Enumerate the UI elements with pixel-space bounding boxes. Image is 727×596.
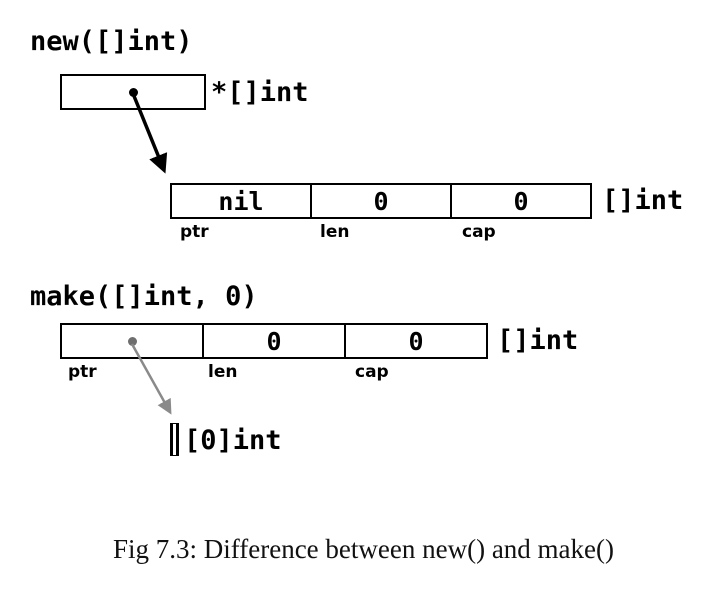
slice-cell-len: 0 (310, 183, 452, 219)
array-type-label: [0]int (184, 425, 282, 456)
new-slice-struct: nil 0 0 (170, 183, 592, 219)
figure-caption: Fig 7.3: Difference between new() and ma… (112, 534, 615, 564)
slice-type-label: []int (497, 325, 579, 356)
field-label-cap: cap (355, 362, 389, 382)
new-pointer-box (60, 74, 206, 110)
field-label-len: len (320, 222, 350, 242)
field-label-ptr: ptr (68, 362, 97, 382)
slice-cell-ptr (60, 323, 204, 359)
empty-array-box (170, 423, 179, 456)
field-label-len: len (208, 362, 238, 382)
slice-cell-cap: 0 (344, 323, 488, 359)
slice-cell-cap: 0 (450, 183, 592, 219)
make-slice-struct: 0 0 (60, 323, 488, 359)
new-call-label: new([]int) (30, 26, 193, 57)
pointer-type-label: *[]int (211, 77, 309, 108)
slice-cell-len: 0 (202, 323, 346, 359)
field-label-ptr: ptr (180, 222, 209, 242)
field-label-cap: cap (462, 222, 496, 242)
make-pointer-dot (127, 336, 137, 346)
new-pointer-dot (128, 87, 138, 97)
slice-type-label: []int (602, 185, 684, 216)
slice-cell-ptr: nil (170, 183, 312, 219)
make-call-label: make([]int, 0) (30, 281, 258, 312)
